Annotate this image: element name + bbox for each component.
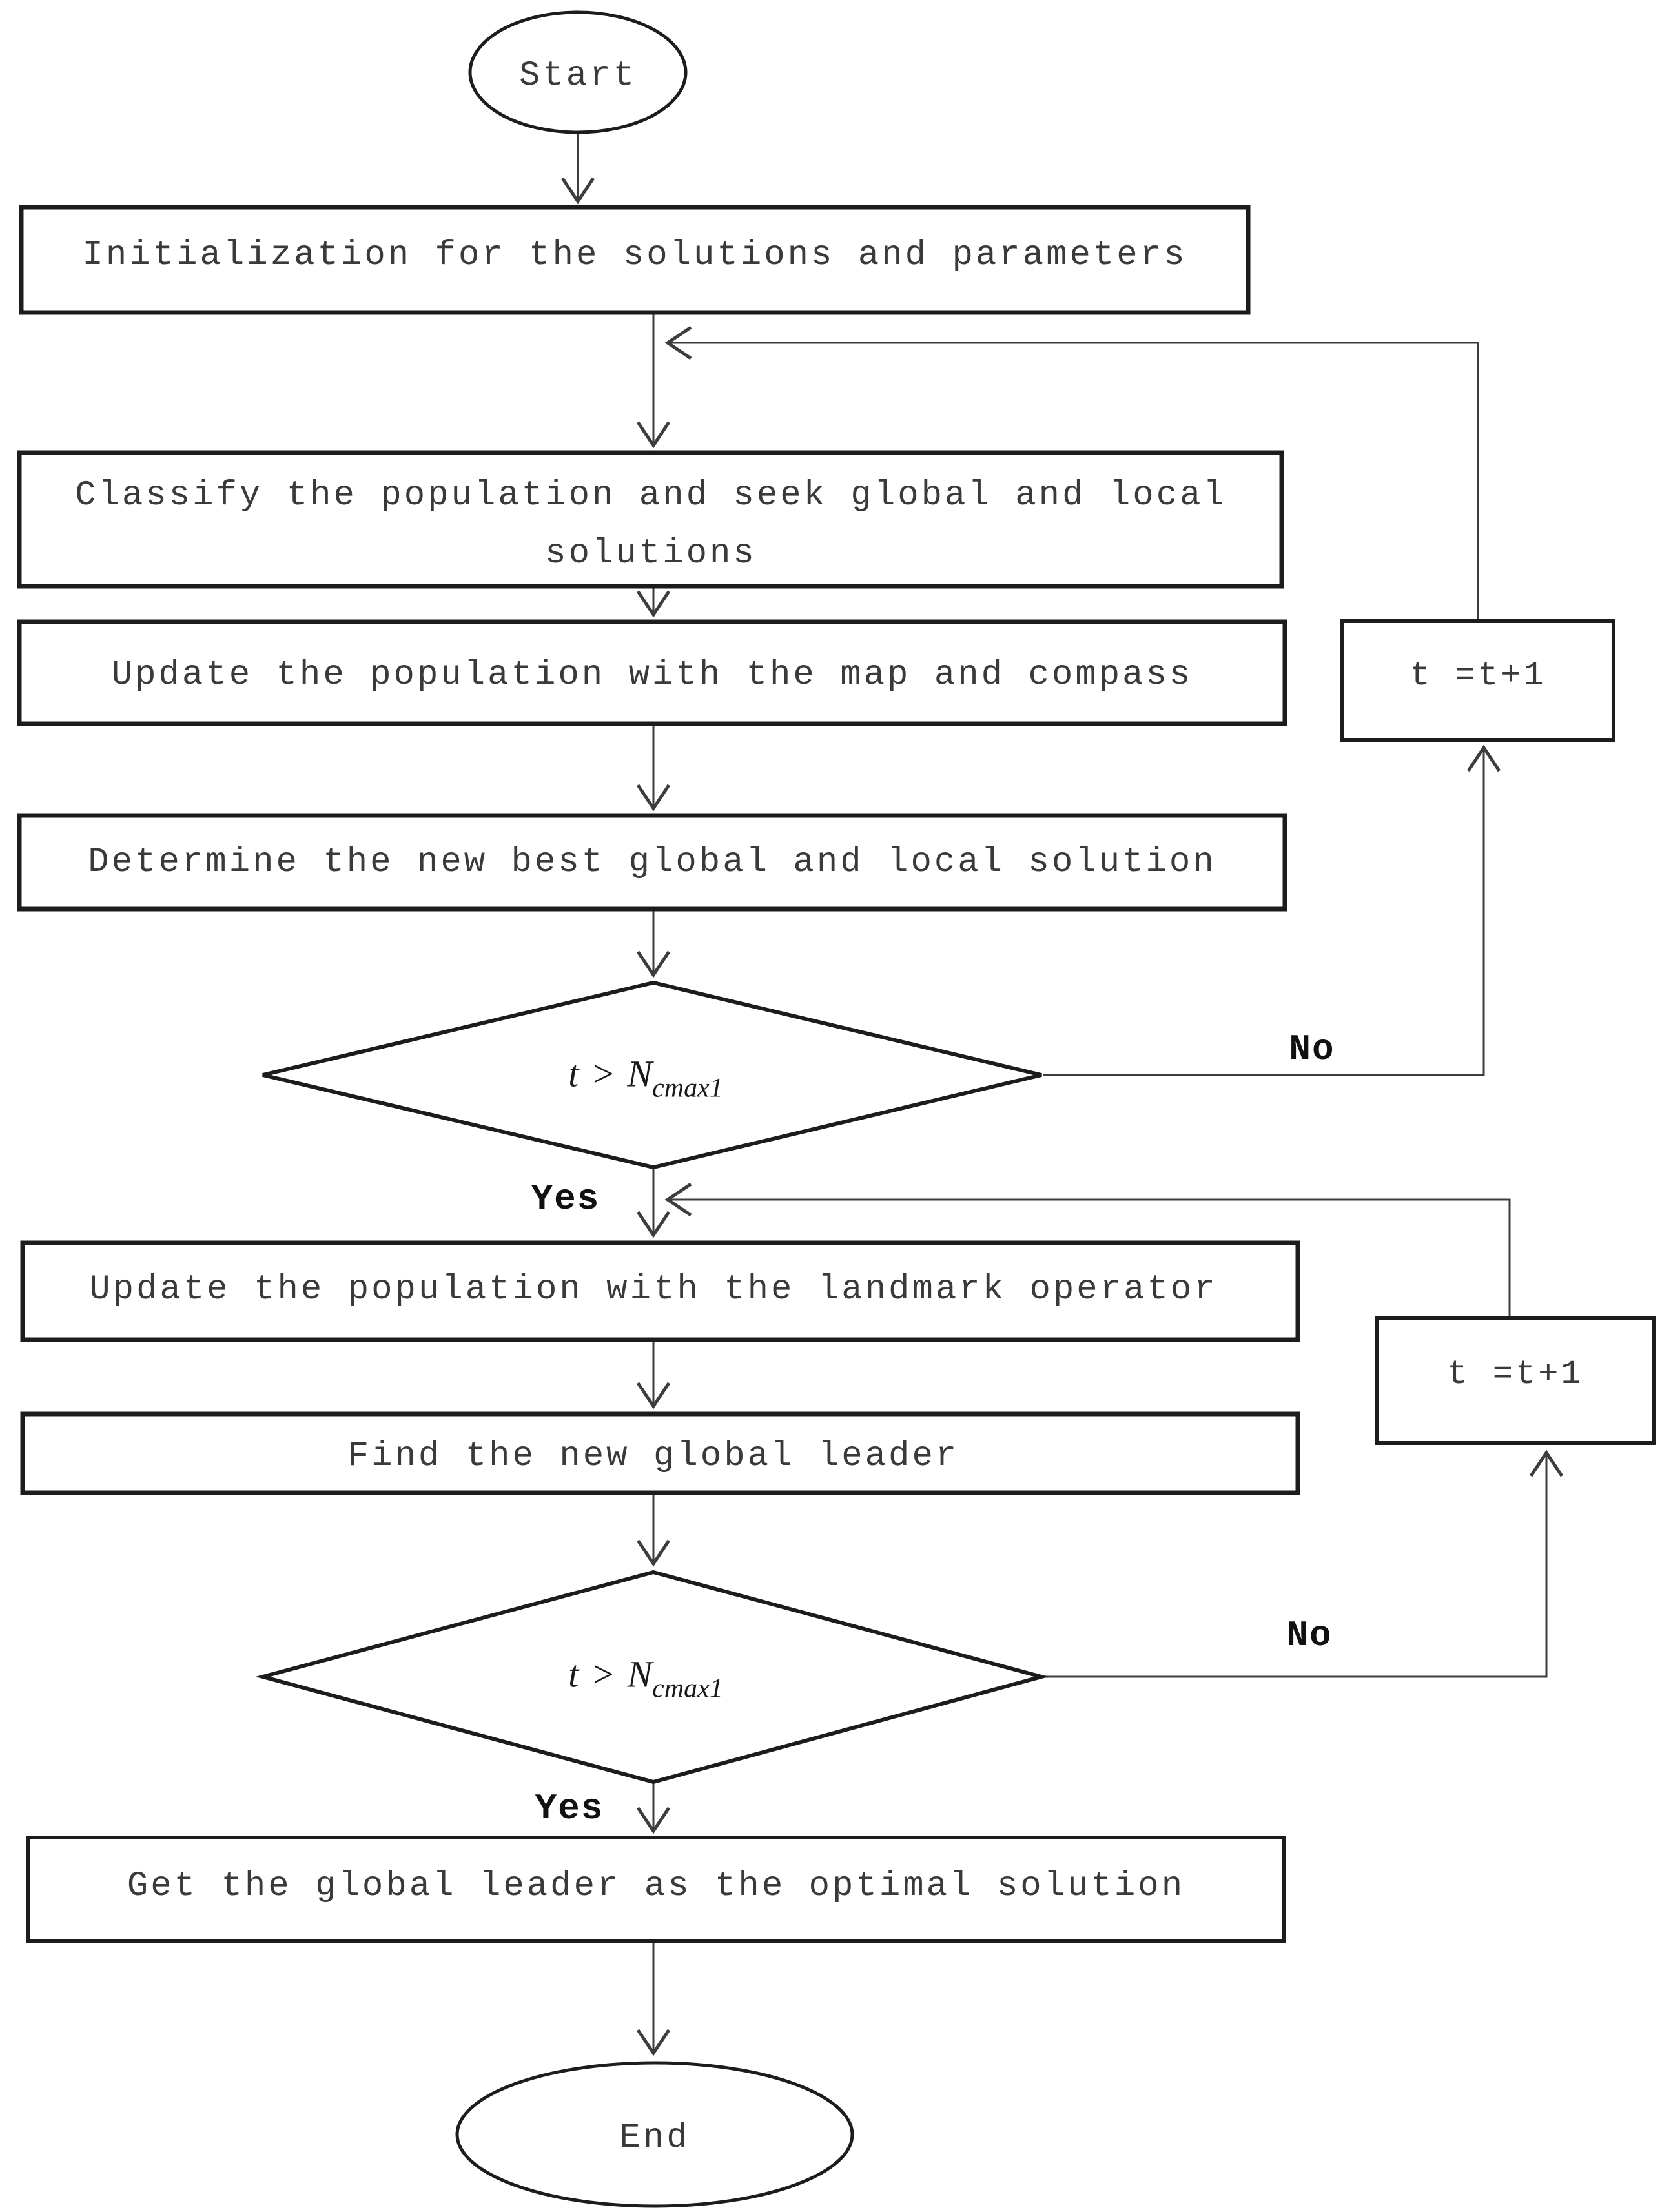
process-landmark: Update the population with the landmark …: [20, 1240, 1300, 1342]
t-increment-2-box: [1375, 1316, 1656, 1445]
process-classify: Classify the population and seek global …: [17, 450, 1284, 589]
decision-2-no-label: No: [1286, 1615, 1332, 1656]
determine-label: Determine the new best global and local …: [88, 843, 1216, 882]
decision-1: t>Ncmax1: [262, 980, 1042, 1170]
initialization-box: [19, 205, 1251, 315]
edge-decision1-no: [1043, 744, 1501, 1076]
decision-1-diamond: [262, 980, 1042, 1170]
process-get-leader: Get the global leader as the optimal sol…: [26, 1836, 1286, 1943]
classify-label-line2: solutions: [545, 534, 757, 573]
decision-2-yes-label: Yes: [535, 1788, 604, 1829]
get-leader-label: Get the global leader as the optimal sol…: [127, 1867, 1185, 1906]
find-leader-label: Find the new global leader: [348, 1437, 959, 1476]
t-increment-1-box: [1340, 619, 1615, 742]
landmark-box: [20, 1240, 1300, 1342]
edge-loop2-return: [664, 1182, 1511, 1317]
start-ellipse: [468, 10, 688, 134]
classify-box: [17, 450, 1284, 589]
decision-2-diamond: [255, 1570, 1049, 1785]
start-label: Start: [519, 56, 637, 96]
edge-decision2-no: [1043, 1449, 1564, 1678]
decision-1-no-label: No: [1289, 1029, 1335, 1070]
process-find-leader: Find the new global leader: [20, 1411, 1300, 1495]
process-initialization: Initialization for the solutions and par…: [19, 205, 1251, 315]
edge-loop1-return: [664, 325, 1479, 620]
start-terminal: Start: [468, 10, 688, 134]
process-t-increment-2: t =t+1: [1375, 1316, 1656, 1445]
initialization-label: Initialization for the solutions and par…: [82, 236, 1187, 275]
end-ellipse: [455, 2061, 854, 2208]
end-terminal: End: [455, 2061, 854, 2208]
process-t-increment-1: t =t+1: [1340, 619, 1615, 742]
find-leader-box: [20, 1411, 1300, 1495]
process-map-compass: Update the population with the map and c…: [17, 619, 1287, 726]
get-leader-box: [26, 1836, 1286, 1943]
determine-box: [17, 813, 1287, 912]
decision-1-condition: t>Ncmax1: [568, 1052, 723, 1103]
process-determine: Determine the new best global and local …: [17, 813, 1287, 912]
landmark-label: Update the population with the landmark …: [89, 1270, 1217, 1309]
decision-2: t>Ncmax1: [255, 1570, 1049, 1785]
end-label: End: [619, 2118, 690, 2158]
classify-label-line1: Classify the population and seek global …: [75, 476, 1227, 515]
decision-1-yes-label: Yes: [531, 1178, 600, 1220]
map-compass-label: Update the population with the map and c…: [112, 655, 1193, 695]
decision-2-condition: t>Ncmax1: [568, 1653, 723, 1703]
t-increment-2-label: t =t+1: [1447, 1355, 1583, 1393]
t-increment-1-label: t =t+1: [1410, 657, 1546, 695]
map-compass-box: [17, 619, 1287, 726]
